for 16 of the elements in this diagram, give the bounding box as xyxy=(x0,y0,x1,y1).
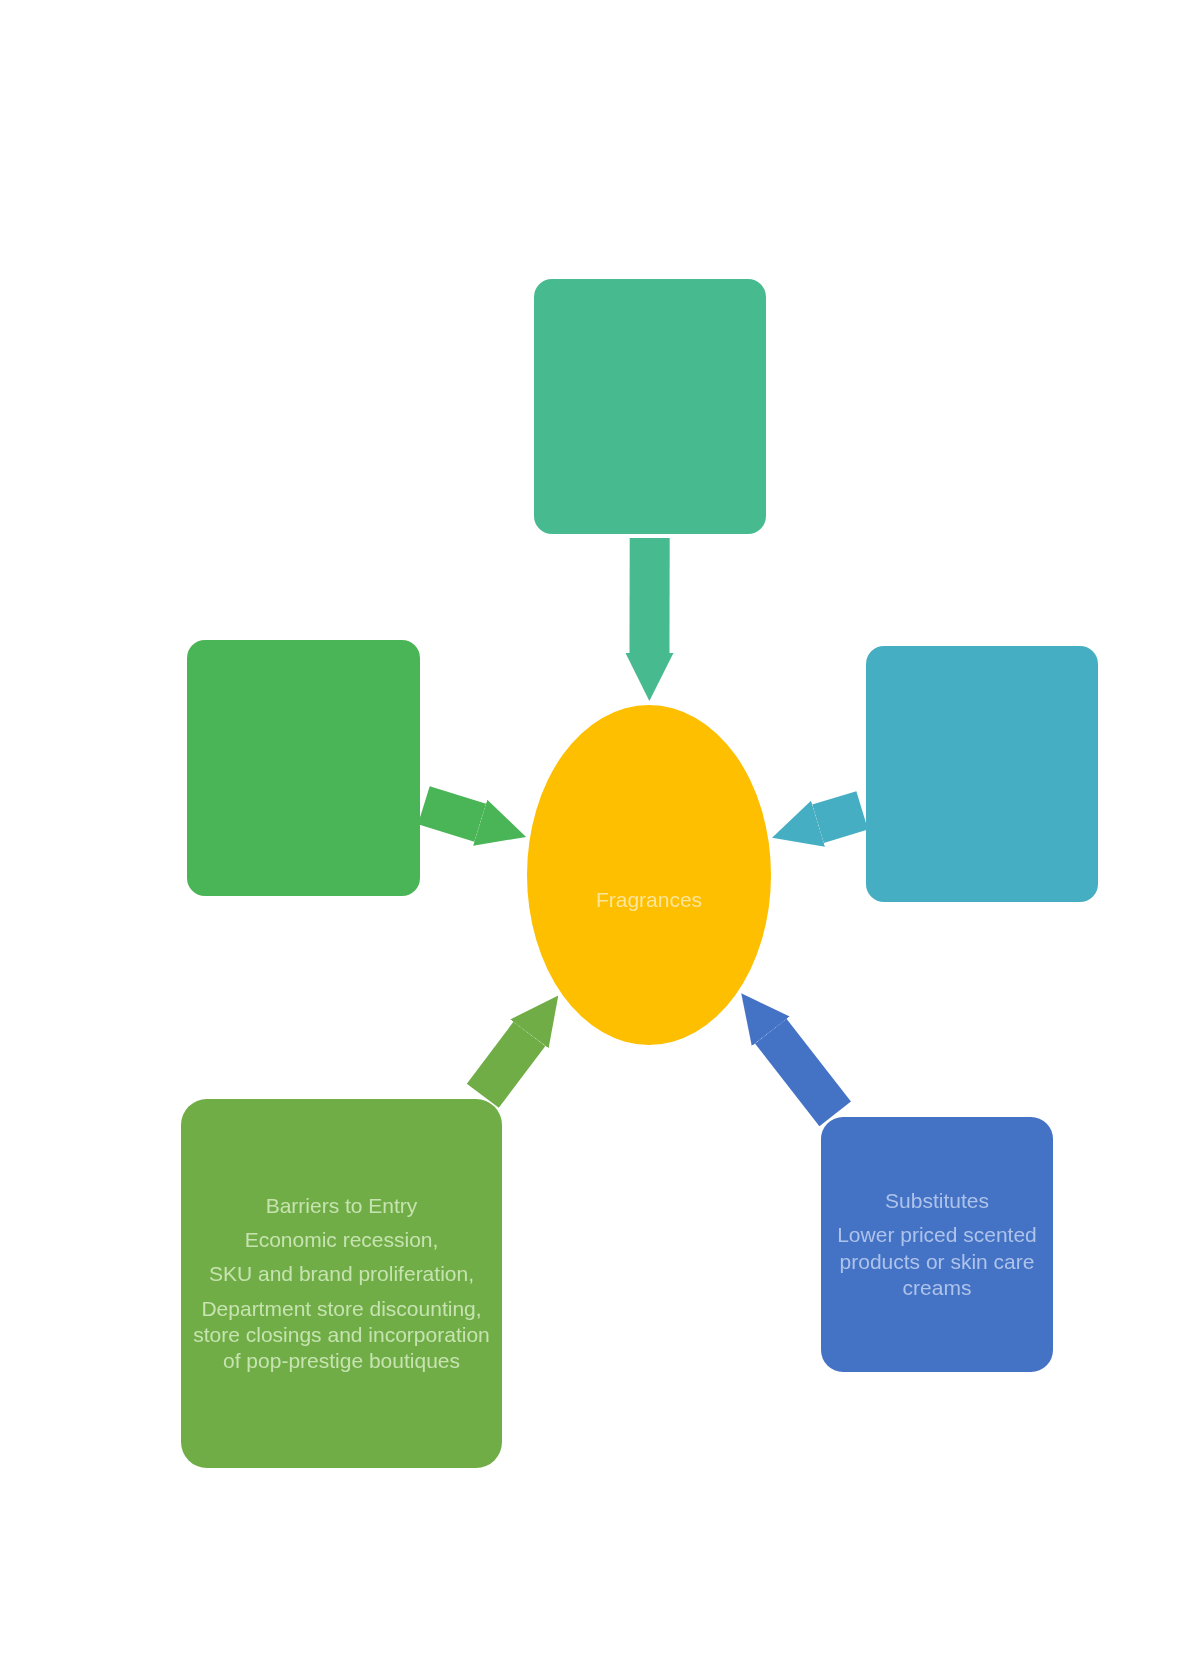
block-arrow xyxy=(625,537,674,701)
body-text: Economic recession, xyxy=(244,1227,439,1253)
block-arrow xyxy=(772,791,868,847)
heading-text: Substitutes xyxy=(885,1188,989,1214)
body-text: Department store discounting, store closings and incorporation of pop-prestige boutiques xyxy=(193,1295,490,1374)
process-box xyxy=(187,640,420,896)
block-arrow xyxy=(466,995,559,1108)
body-text: Fragrances xyxy=(595,886,703,913)
block-arrow xyxy=(741,993,851,1127)
process-box xyxy=(181,1099,502,1468)
body-text: Lower priced scented products or skin care creams xyxy=(836,1222,1038,1301)
body-text: SKU and brand proliferation, xyxy=(209,1261,474,1288)
process-box xyxy=(866,646,1098,902)
process-box xyxy=(534,279,766,534)
heading-text: Barriers to Entry xyxy=(265,1192,418,1219)
process-box xyxy=(821,1117,1053,1372)
